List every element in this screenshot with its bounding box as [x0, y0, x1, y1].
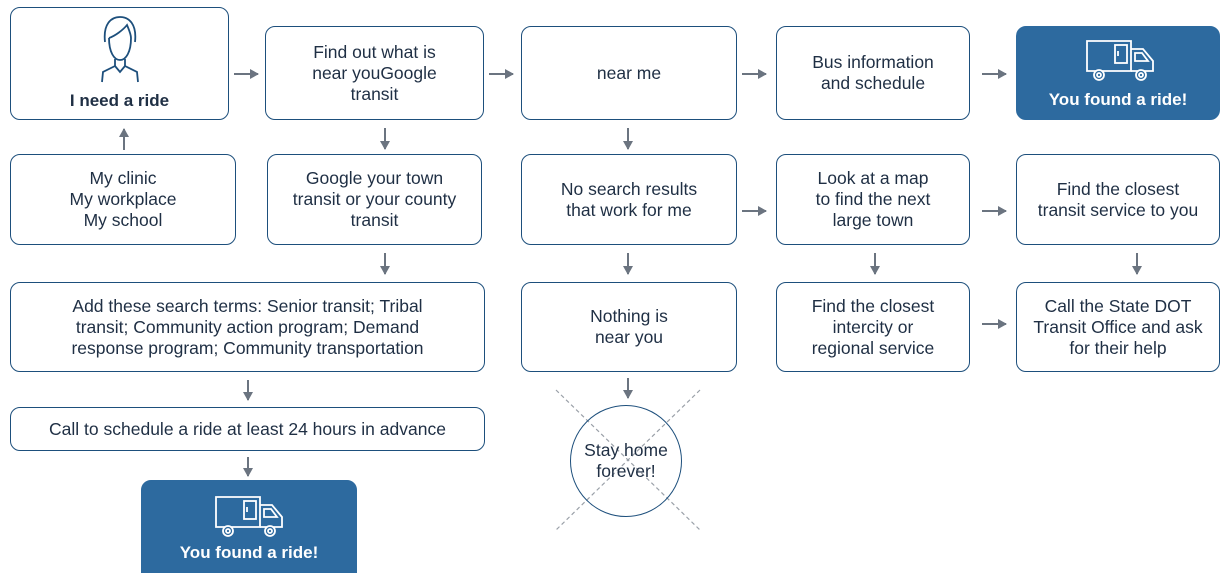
- intercity-label: Find the closest intercity or regional s…: [811, 295, 935, 358]
- call-dot-box: Call the State DOT Transit Office and as…: [1016, 282, 1220, 372]
- nothing-near-label: Nothing is near you: [590, 306, 668, 347]
- find-out-label: Find out what is near youGoogle transit: [312, 41, 437, 104]
- near-me-box: near me: [521, 26, 737, 120]
- closest-transit-box: Find the closest transit service to you: [1016, 154, 1220, 245]
- bus-info-label: Bus information and schedule: [812, 52, 934, 93]
- google-town-label: Google your town transit or your county …: [292, 168, 457, 230]
- google-town-box: Google your town transit or your county …: [267, 154, 482, 245]
- found-ride-bottom-box: You found a ride!: [141, 480, 357, 573]
- no-results-box: No search results that work for me: [521, 154, 737, 245]
- found-ride-top-box: You found a ride!: [1016, 26, 1220, 120]
- intercity-box: Find the closest intercity or regional s…: [776, 282, 970, 372]
- van-icon: [215, 496, 283, 537]
- look-map-box: Look at a map to find the next large tow…: [776, 154, 970, 245]
- stay-home-label: Stay home forever!: [584, 440, 668, 481]
- look-map-label: Look at a map to find the next large tow…: [815, 168, 931, 230]
- nothing-near-box: Nothing is near you: [521, 282, 737, 372]
- person-icon: [101, 16, 139, 83]
- my-places-box: My clinic My workplace My school: [10, 154, 236, 245]
- call-schedule-box: Call to schedule a ride at least 24 hour…: [10, 407, 485, 451]
- my-places-label: My clinic My workplace My school: [69, 168, 177, 230]
- near-me-label: near me: [596, 62, 662, 83]
- search-terms-label: Add these search terms: Senior transit; …: [71, 295, 424, 358]
- find-out-box: Find out what is near youGoogle transit: [265, 26, 484, 120]
- call-schedule-label: Call to schedule a ride at least 24 hour…: [49, 418, 446, 439]
- found-ride-bottom-label: You found a ride!: [179, 543, 319, 562]
- bus-info-box: Bus information and schedule: [776, 26, 970, 120]
- van-icon: [1086, 40, 1154, 81]
- need-ride-box: I need a ride: [10, 7, 229, 120]
- no-results-label: No search results that work for me: [560, 178, 698, 220]
- found-ride-top-label: You found a ride!: [1048, 90, 1188, 109]
- need-ride-label: I need a ride: [69, 91, 170, 110]
- closest-transit-label: Find the closest transit service to you: [1037, 178, 1199, 220]
- search-terms-box: Add these search terms: Senior transit; …: [10, 282, 485, 372]
- stay-home-circle: Stay home forever!: [570, 405, 682, 517]
- call-dot-label: Call the State DOT Transit Office and as…: [1033, 295, 1203, 358]
